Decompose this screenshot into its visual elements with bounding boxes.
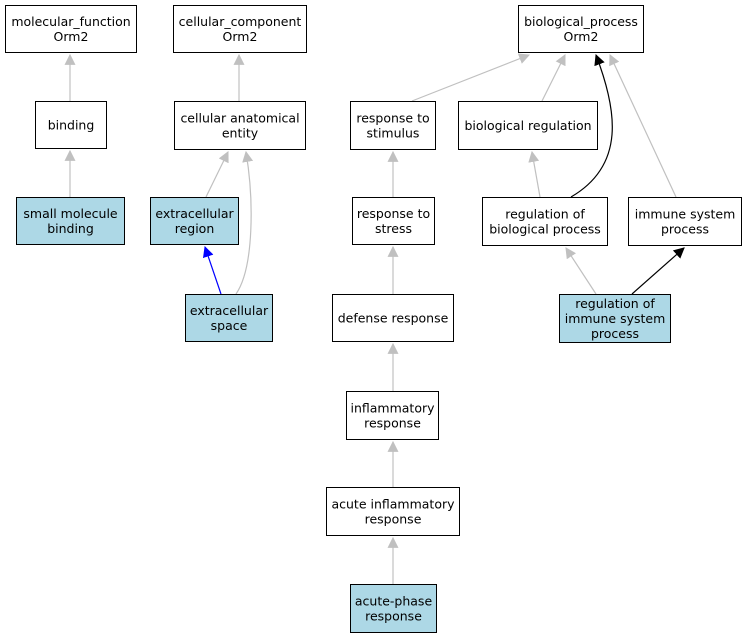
- node-box: [150, 197, 239, 245]
- node-label: biological process: [489, 222, 601, 237]
- node-box: [350, 101, 436, 150]
- node-box: [346, 391, 439, 440]
- edges-layer: [64, 53, 685, 584]
- node-box: [518, 5, 644, 53]
- node-label: extracellular: [155, 206, 234, 221]
- node-label: region: [175, 221, 215, 236]
- node-box: [16, 197, 125, 245]
- edge-es-to-cae: [235, 150, 254, 295]
- edge-rts-to-bp: [411, 53, 531, 102]
- node-box: [326, 487, 460, 536]
- node-box: [35, 101, 107, 149]
- node-label: cellular_component: [179, 14, 302, 29]
- edge-breg-to-bp: [541, 54, 566, 102]
- node-label: process: [591, 326, 639, 341]
- node-label: response: [364, 416, 421, 431]
- nodes-layer: molecular_functionOrm2cellular_component…: [5, 5, 742, 633]
- edge-risp-to-isp: [631, 247, 685, 295]
- node-box: [174, 101, 306, 150]
- edge-rbp-to-bp: [570, 53, 613, 198]
- node-breg[interactable]: biological regulation: [458, 101, 598, 150]
- node-label: Orm2: [564, 29, 599, 44]
- node-label: Orm2: [223, 29, 258, 44]
- node-label: immune system: [565, 311, 666, 326]
- node-label: space: [211, 318, 248, 333]
- node-binding[interactable]: binding: [35, 101, 107, 149]
- node-label: response to: [356, 111, 429, 126]
- node-label: immune system: [635, 207, 736, 222]
- node-label: regulation of: [575, 296, 655, 311]
- node-label: response: [365, 512, 422, 527]
- node-label: biological_process: [524, 14, 638, 29]
- node-box: [5, 5, 137, 53]
- node-label: biological regulation: [464, 118, 591, 133]
- node-label: molecular_function: [11, 14, 130, 29]
- edge-isp-to-bp: [609, 54, 677, 198]
- node-box: [173, 5, 307, 53]
- node-label: regulation of: [505, 207, 585, 222]
- node-label: cellular anatomical: [180, 111, 299, 126]
- node-label: binding: [47, 221, 94, 236]
- node-label: defense response: [338, 311, 449, 326]
- node-label: small molecule: [23, 206, 118, 221]
- node-label: stimulus: [367, 126, 420, 141]
- edge-rbp-to-breg: [528, 150, 541, 198]
- node-box: [350, 584, 437, 633]
- node-label: acute-phase: [355, 594, 433, 609]
- node-label: acute inflammatory: [331, 497, 455, 512]
- node-label: stress: [375, 221, 412, 236]
- edge-er-to-cae: [205, 151, 229, 198]
- node-box: [458, 101, 598, 150]
- node-label: inflammatory: [350, 401, 435, 416]
- node-label: extracellular: [190, 303, 269, 318]
- node-box: [559, 294, 671, 343]
- node-dr[interactable]: defense response: [332, 294, 454, 342]
- node-label: Orm2: [54, 29, 89, 44]
- node-label: response to: [357, 206, 430, 221]
- node-box: [185, 294, 273, 342]
- node-label: binding: [48, 118, 95, 133]
- node-box: [332, 294, 454, 342]
- node-label: entity: [222, 126, 259, 141]
- edge-risp-to-rbp: [565, 247, 597, 295]
- node-box: [482, 197, 608, 246]
- node-box: [628, 197, 742, 246]
- node-label: process: [661, 222, 709, 237]
- edge-es-to-er: [202, 245, 222, 295]
- node-label: response: [365, 609, 422, 624]
- node-box: [352, 197, 435, 245]
